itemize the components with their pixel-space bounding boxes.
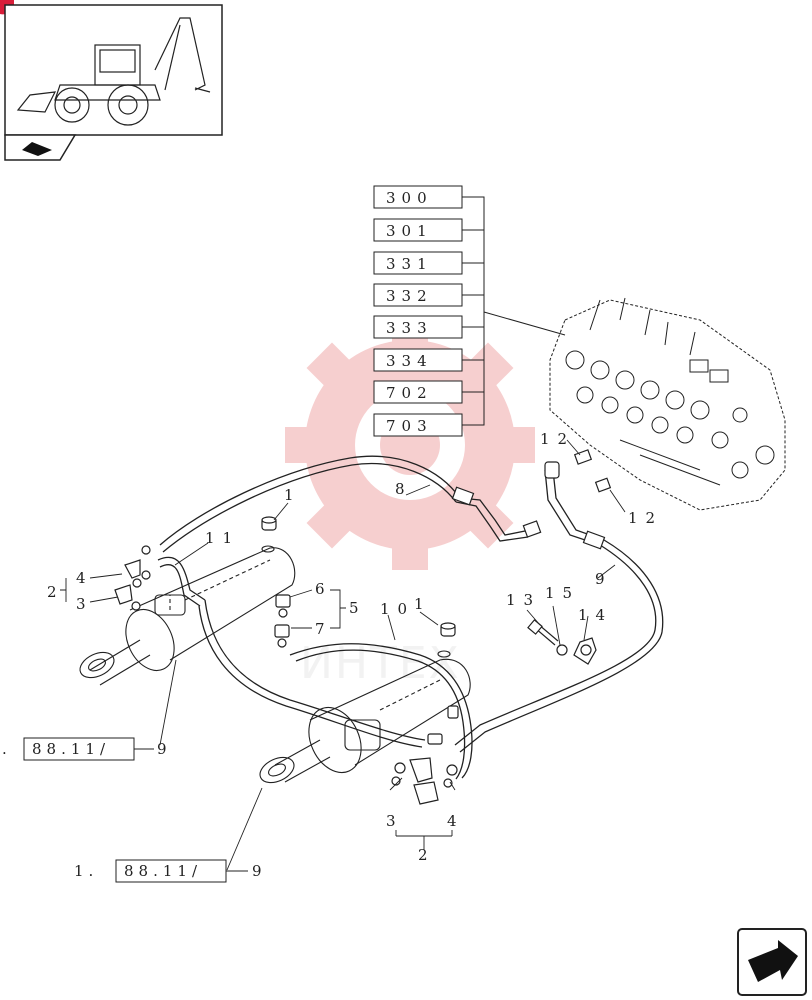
callout-2: 2	[47, 583, 58, 601]
o-ring[interactable]	[391, 776, 401, 786]
next-page-button[interactable]	[737, 928, 807, 996]
elbow-fitting-4a[interactable]	[124, 559, 141, 579]
svg-text:703: 703	[386, 417, 433, 435]
bolt-13[interactable]	[527, 619, 559, 646]
ref-box[interactable]: 334	[373, 348, 463, 372]
o-ring[interactable]	[132, 578, 142, 588]
callout-labels: 1 1 2 2 3 3 4 4 5 6 7 8 9 9 9 10 11 12 1…	[47, 430, 663, 880]
ref-box[interactable]: 301	[373, 218, 463, 242]
o-ring[interactable]	[446, 764, 458, 776]
callout-1: 1	[284, 486, 295, 504]
svg-text:.: .	[2, 740, 12, 758]
callout-6: 6	[315, 580, 326, 598]
callout-9: 9	[252, 862, 263, 880]
fitting-7[interactable]	[274, 624, 290, 648]
svg-text:88.11/: 88.11/	[32, 740, 110, 758]
callout-2: 2	[418, 846, 429, 864]
svg-text:300: 300	[386, 189, 433, 207]
callout-12: 12	[540, 430, 575, 448]
cross-ref-b[interactable]: 1. 88.11/	[74, 859, 248, 883]
svg-text:331: 331	[386, 255, 433, 273]
washer-15[interactable]	[556, 644, 568, 656]
callout-12: 12	[628, 509, 663, 527]
callout-11: 11	[205, 529, 240, 547]
control-valve-block	[549, 297, 786, 511]
callout-5: 5	[349, 599, 360, 617]
elbow-fitting-3a[interactable]	[114, 584, 133, 605]
callout-3: 3	[386, 812, 397, 830]
page-back-icon[interactable]	[22, 142, 52, 156]
callout-9: 9	[595, 570, 606, 588]
callout-7: 7	[315, 620, 326, 638]
svg-text:702: 702	[386, 384, 433, 402]
callout-15: 15	[545, 584, 580, 602]
svg-text:333: 333	[386, 319, 433, 337]
svg-text:1.: 1.	[74, 862, 98, 880]
o-ring[interactable]	[141, 545, 151, 555]
fitting-6[interactable]	[275, 594, 291, 618]
svg-text:88.11/: 88.11/	[124, 862, 202, 880]
clamp-14[interactable]	[573, 637, 597, 665]
hydraulic-cylinders	[79, 545, 471, 784]
ref-box[interactable]: 331	[373, 251, 463, 275]
breather-plug-1b[interactable]	[440, 622, 456, 637]
svg-text:334: 334	[386, 352, 433, 370]
next-page-icon[interactable]	[748, 940, 798, 982]
callout-1: 1	[414, 595, 425, 613]
o-ring[interactable]	[394, 762, 406, 774]
callout-10: 10	[380, 600, 415, 618]
ref-box-list: 300 301 331 332 333 334 702 703	[373, 185, 566, 437]
o-ring[interactable]	[443, 778, 453, 788]
hydraulic-hoses	[157, 455, 664, 780]
callout-4: 4	[447, 812, 458, 830]
elbow-fitting-4b[interactable]	[413, 781, 439, 805]
svg-text:332: 332	[386, 287, 433, 305]
adapter-fitting-12b[interactable]	[594, 477, 612, 493]
leader-lines	[60, 439, 626, 871]
breather-plug-1a[interactable]	[261, 516, 277, 531]
callout-14: 14	[578, 606, 613, 624]
elbow-fitting-3b[interactable]	[409, 757, 433, 783]
callout-3: 3	[76, 595, 87, 613]
callout-9: 9	[157, 740, 168, 758]
cross-ref-a[interactable]: . 88.11/	[2, 737, 154, 761]
ref-box[interactable]: 702	[373, 380, 463, 404]
ref-box[interactable]: 332	[373, 283, 463, 307]
ref-box[interactable]: 300	[373, 185, 463, 209]
ref-box[interactable]: 703	[373, 413, 463, 437]
callout-4: 4	[76, 569, 87, 587]
callout-13: 13	[506, 591, 541, 609]
thumbnail-panel[interactable]	[4, 4, 223, 161]
small-parts	[114, 516, 597, 805]
o-ring[interactable]	[141, 570, 151, 580]
ref-box[interactable]: 333	[373, 315, 463, 339]
backhoe-loader-thumbnail	[16, 17, 211, 126]
callout-8: 8	[395, 480, 406, 498]
svg-text:301: 301	[386, 222, 433, 240]
o-ring[interactable]	[131, 601, 141, 611]
